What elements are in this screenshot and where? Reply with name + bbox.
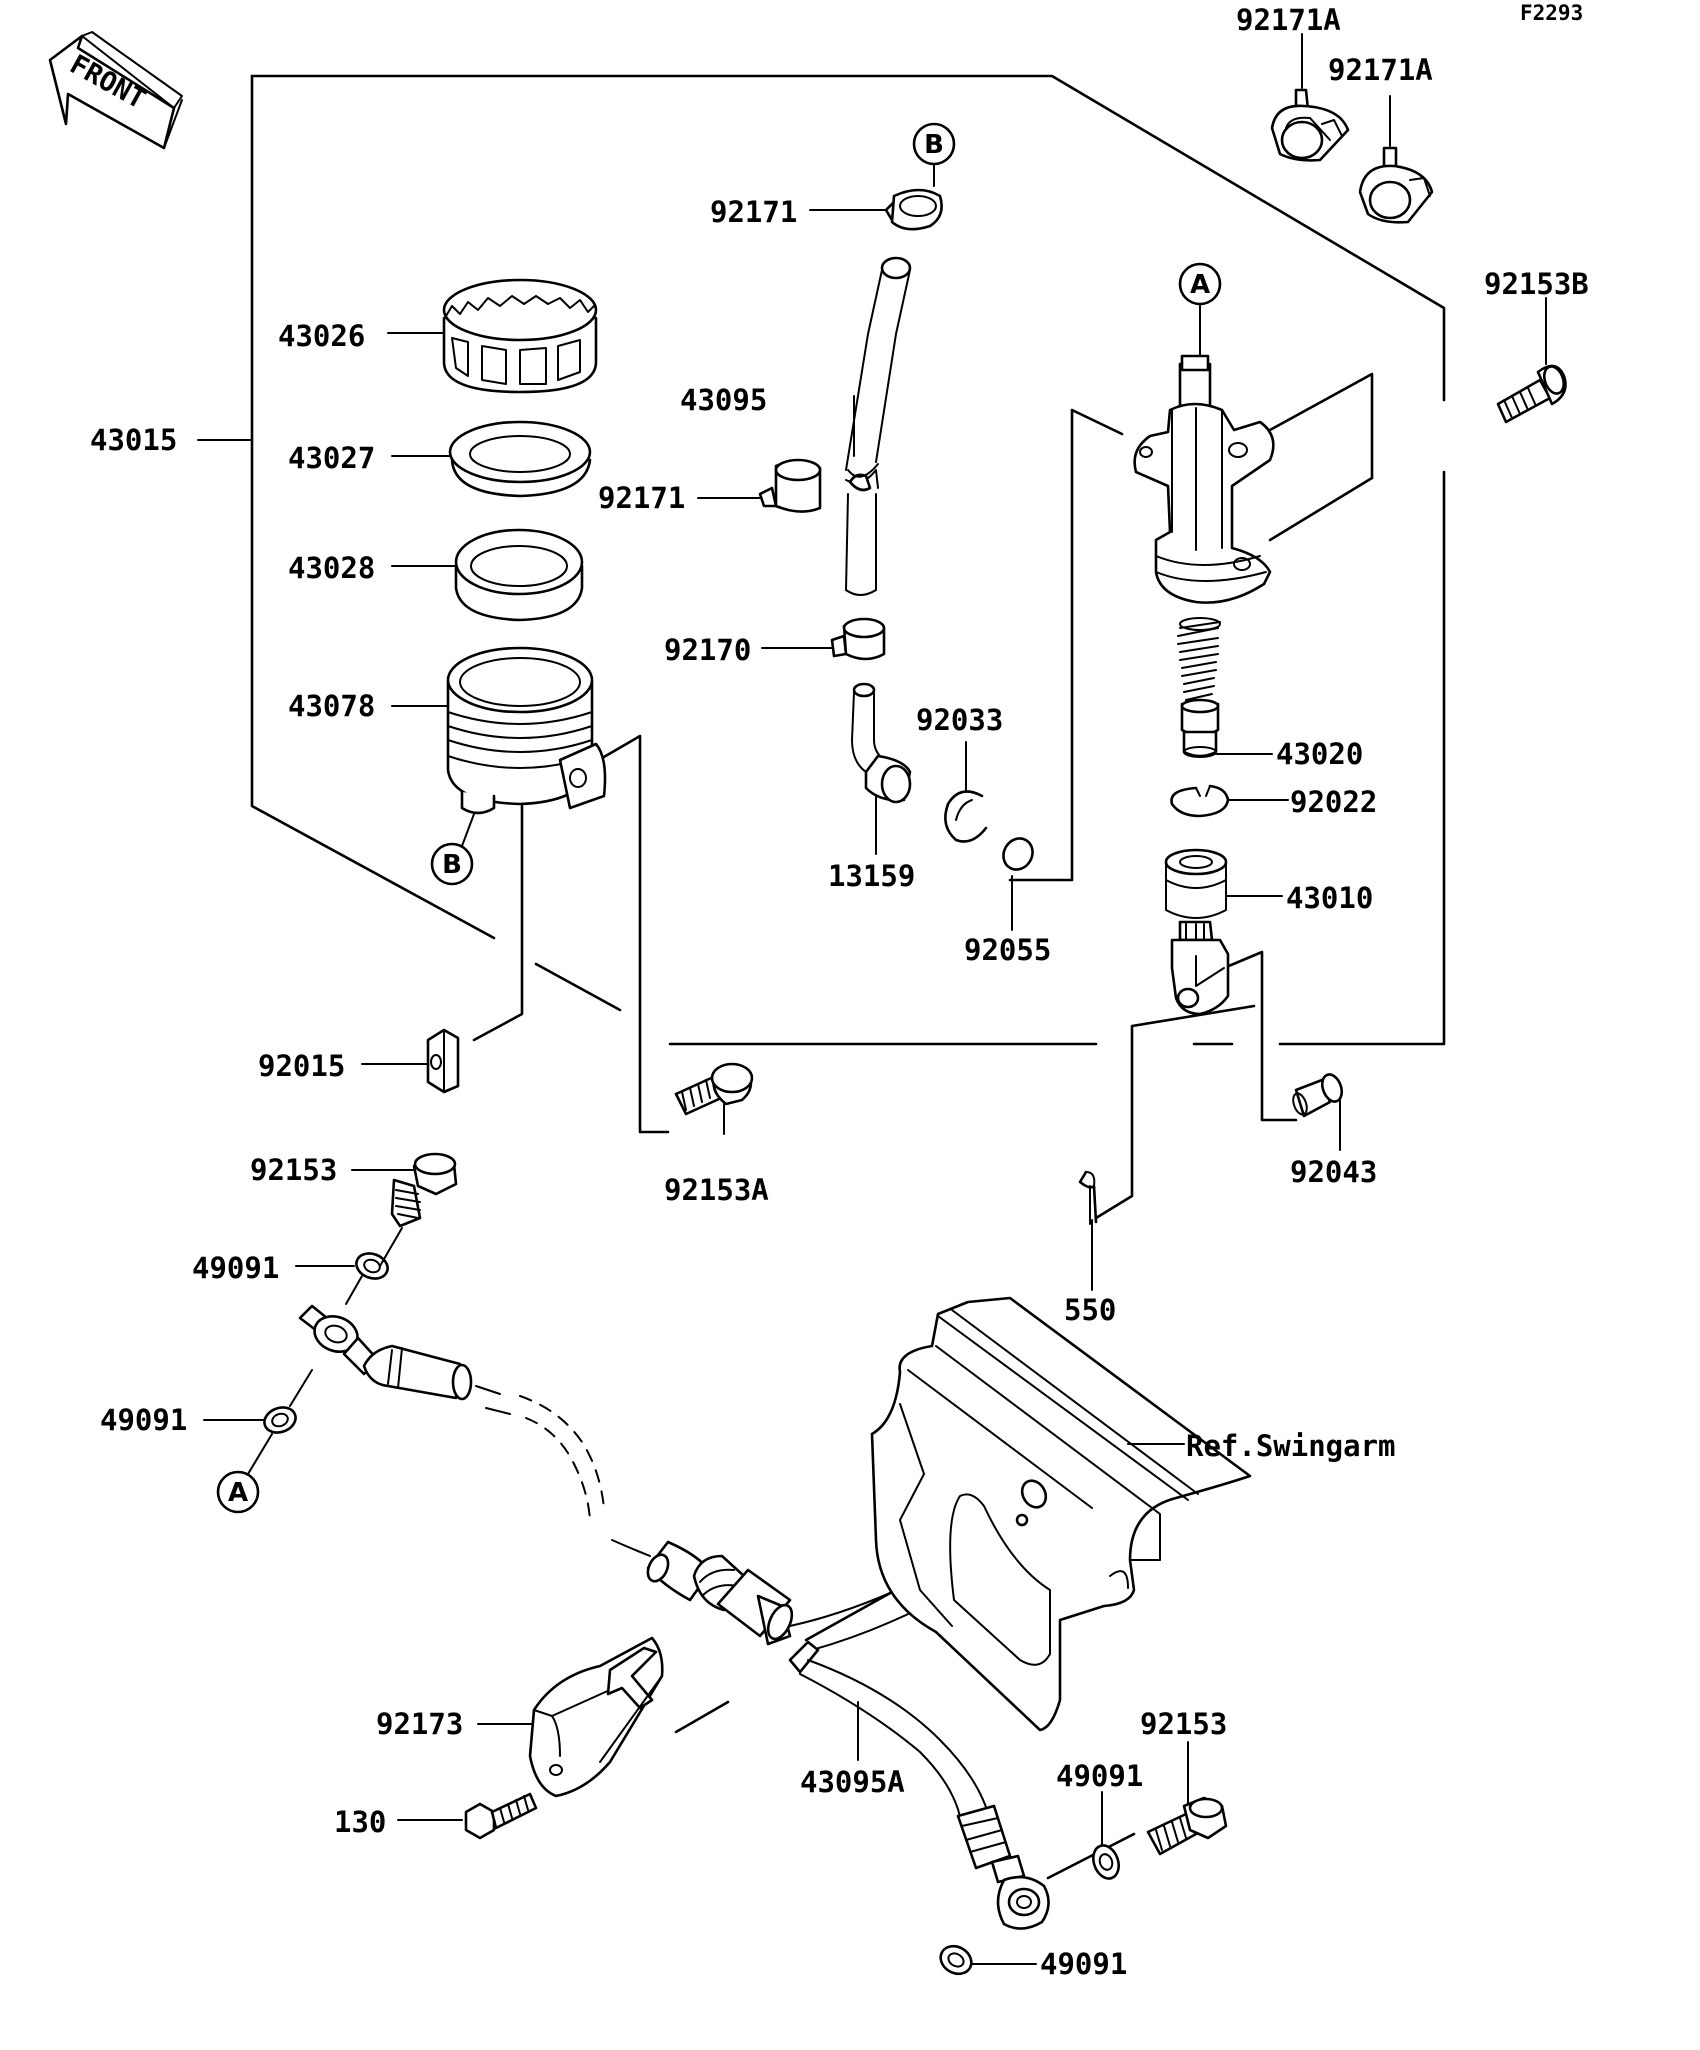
label-43026: 43026 <box>278 319 365 353</box>
label-92055: 92055 <box>964 933 1051 967</box>
label-43027: 43027 <box>288 441 375 475</box>
label-92153-upper: 92153 <box>250 1153 337 1187</box>
bolt-92153B <box>1496 364 1567 424</box>
label-92171A-2: 92171A <box>1328 53 1433 87</box>
master-cylinder-body <box>1133 354 1275 604</box>
reservoir-cap-43026 <box>442 278 598 394</box>
label-550: 550 <box>1064 1293 1116 1327</box>
label-43015: 43015 <box>90 423 177 457</box>
clamp-92171A-2 <box>1358 146 1434 224</box>
washer-49091-d <box>939 1944 973 1976</box>
washer-49091-c <box>1092 1844 1120 1880</box>
brake-hose-joint <box>611 1539 794 1646</box>
callout-a-top-label: A <box>1190 270 1210 300</box>
label-49091-a: 49091 <box>192 1251 279 1285</box>
snap-ring-92022 <box>1170 784 1230 818</box>
callout-a-top: A <box>1178 262 1222 357</box>
diaphragm-plate-43027 <box>448 420 592 498</box>
banjo-bolt-92153-upper <box>390 1152 458 1228</box>
washer-49091-a <box>355 1252 389 1280</box>
callout-b-bottom: B <box>430 813 475 886</box>
label-92022: 92022 <box>1290 785 1377 819</box>
label-92171-middle: 92171 <box>598 481 685 515</box>
hose-clamp-92171-upper <box>884 188 943 231</box>
hose-guard-92173 <box>528 1636 664 1798</box>
reservoir-tank-43078 <box>446 646 607 815</box>
label-ref-swingarm: Ref.Swingarm <box>1186 1429 1396 1463</box>
label-43095A: 43095A <box>800 1765 905 1799</box>
washer-49091-b <box>263 1406 297 1434</box>
cotter-pin-550 <box>1078 1170 1098 1225</box>
label-92153B: 92153B <box>1484 267 1589 301</box>
clip-nut-92015 <box>426 1028 460 1094</box>
label-49091-b: 49091 <box>100 1403 187 1437</box>
label-13159: 13159 <box>828 859 915 893</box>
label-49091-c: 49091 <box>1056 1759 1143 1793</box>
push-rod-43010 <box>1164 848 1230 1016</box>
circlip-92033 <box>944 790 988 843</box>
label-43010: 43010 <box>1286 881 1373 915</box>
hose-fitting-13159 <box>851 682 912 804</box>
label-43020: 43020 <box>1276 737 1363 771</box>
clamp-92171A-1 <box>1270 88 1350 162</box>
label-92015: 92015 <box>258 1049 345 1083</box>
label-92171A-1: 92171A <box>1236 3 1341 37</box>
callout-a-bottom-label: A <box>228 1478 248 1508</box>
label-92033: 92033 <box>916 703 1003 737</box>
label-92171-upper: 92171 <box>710 195 797 229</box>
label-92173: 92173 <box>376 1707 463 1741</box>
brake-hose-upper-fitting <box>289 1227 605 1521</box>
bolt-130 <box>464 1792 538 1840</box>
hose-clamp-92170 <box>830 617 886 661</box>
callout-b-top: B <box>912 122 956 187</box>
spring-piston-43020 <box>1177 617 1221 758</box>
banjo-bolt-92153-lower <box>1146 1796 1228 1856</box>
callout-b-bottom-label: B <box>442 850 462 880</box>
hose-clamp-92171-middle <box>758 458 822 513</box>
callout-b-top-label: B <box>924 130 944 160</box>
assembly-bracket-lines <box>250 74 1446 1880</box>
label-43095: 43095 <box>680 383 767 417</box>
diaphragm-43028 <box>454 528 584 622</box>
label-92043: 92043 <box>1290 1155 1377 1189</box>
label-49091-d: 49091 <box>1040 1947 1127 1981</box>
label-43028: 43028 <box>288 551 375 585</box>
o-ring-92055 <box>1002 837 1034 871</box>
front-arrow-icon: FRONT <box>48 31 183 150</box>
label-43078: 43078 <box>288 689 375 723</box>
swingarm-reference <box>870 1296 1252 1732</box>
leader-lines <box>197 33 1547 1965</box>
bolt-92153A <box>674 1062 754 1116</box>
label-130: 130 <box>334 1805 386 1839</box>
label-92153-lower: 92153 <box>1140 1707 1227 1741</box>
diagram-code: F2293 <box>1520 1 1583 25</box>
reservoir-hose-43095 <box>845 256 912 596</box>
clevis-pin-92043 <box>1292 1073 1344 1118</box>
callout-a-bottom: A <box>216 1433 273 1514</box>
label-92170: 92170 <box>664 633 751 667</box>
part-labels: 43015 43026 43027 43028 43078 92015 9215… <box>90 3 1589 1981</box>
label-92153A: 92153A <box>664 1173 769 1207</box>
